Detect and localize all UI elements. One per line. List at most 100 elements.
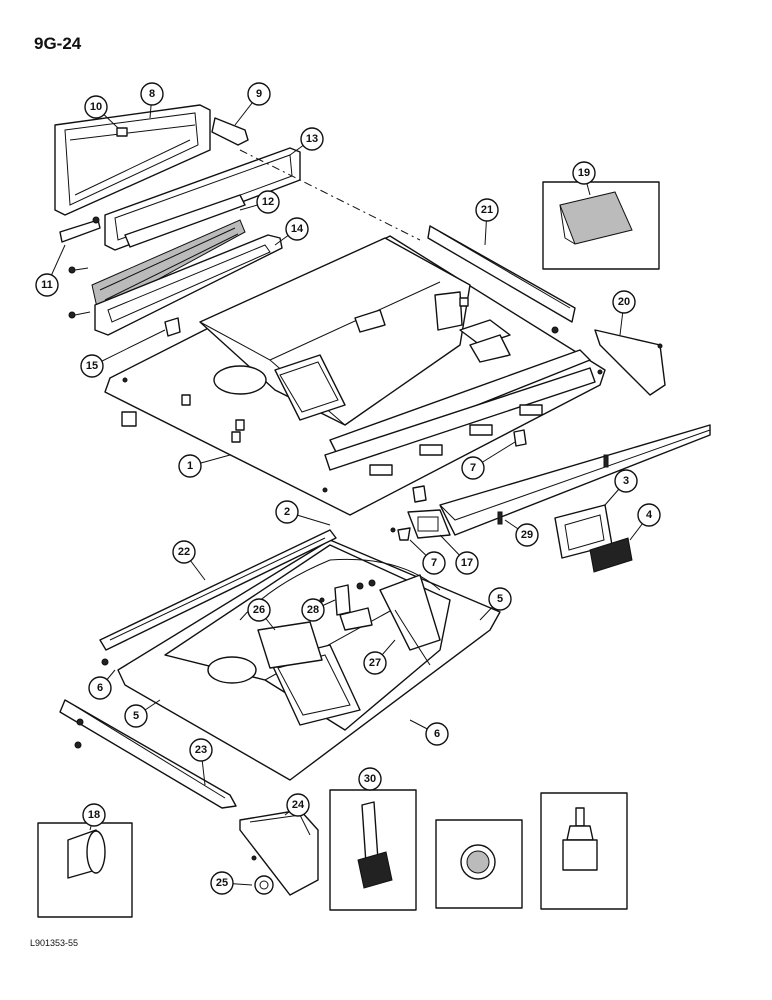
drawing-code: L901353-55	[30, 938, 79, 948]
callout-circle	[301, 598, 325, 622]
callout-circle	[455, 551, 479, 575]
callout-13: 13	[289, 127, 324, 156]
callout-circle	[422, 551, 446, 575]
callout-circle	[614, 469, 638, 493]
callout-number: 30	[364, 773, 376, 785]
callout-circle	[247, 82, 271, 106]
callout-number: 5	[497, 593, 503, 605]
callout-circle	[285, 217, 309, 241]
callout-number: 8	[149, 88, 155, 100]
callout-number: 7	[431, 557, 437, 569]
plate-part	[257, 621, 323, 669]
callout-circle	[82, 803, 106, 827]
callout-2: 2	[275, 500, 331, 526]
callout-circle	[178, 454, 202, 478]
callout-number: 5	[133, 710, 139, 722]
callout-14: 14	[274, 217, 309, 246]
callout-circle	[80, 354, 104, 378]
callout-circle	[35, 273, 59, 297]
callout-number: 10	[90, 101, 102, 113]
callout-number: 26	[253, 604, 265, 616]
callout-circle	[88, 676, 112, 700]
callout-circle	[612, 290, 636, 314]
callout-30: 30	[358, 767, 382, 791]
callout-circle	[84, 95, 108, 119]
callout-26: 26	[247, 598, 276, 631]
callout-number: 22	[178, 546, 190, 558]
callout-number: 19	[578, 167, 590, 179]
trough-part	[439, 424, 711, 536]
callout-circle	[461, 456, 485, 480]
callout-4: 4	[629, 503, 661, 541]
callout-number: 6	[97, 682, 103, 694]
callout-number: 28	[307, 604, 319, 616]
callout-circle	[475, 198, 499, 222]
callout-20: 20	[612, 290, 636, 336]
callout-number: 3	[623, 475, 629, 487]
callout-number: 15	[86, 360, 98, 372]
callout-number: 13	[306, 133, 318, 145]
callout-circle	[488, 587, 512, 611]
callout-number: 17	[461, 557, 473, 569]
callout-number: 9	[256, 88, 262, 100]
callout-circle	[515, 523, 539, 547]
callout-number: 29	[521, 529, 533, 541]
callout-23: 23	[189, 738, 213, 786]
alignment-line	[239, 149, 421, 241]
bracket-part	[594, 329, 666, 396]
callout-circle	[256, 190, 280, 214]
callout-circle	[425, 722, 449, 746]
callout-28: 28	[301, 598, 336, 622]
callout-number: 12	[262, 196, 274, 208]
callout-circle	[286, 793, 310, 817]
callout-circle	[572, 161, 596, 185]
callout-number: 1	[187, 460, 193, 472]
rail-part	[427, 225, 576, 323]
callout-24: 24	[284, 793, 310, 817]
callout-7: 7	[409, 539, 446, 575]
callout-number: 20	[618, 296, 630, 308]
callout-number: 18	[88, 809, 100, 821]
callout-number: 6	[434, 728, 440, 740]
callout-circle	[172, 540, 196, 564]
callout-number: 27	[369, 657, 381, 669]
callout-number: 14	[291, 223, 304, 235]
callout-19: 19	[572, 161, 596, 196]
callout-6: 6	[409, 719, 449, 746]
callout-circle	[210, 871, 234, 895]
callout-number: 25	[216, 877, 228, 889]
callout-circle	[140, 82, 164, 106]
callout-22: 22	[172, 540, 206, 581]
callout-3: 3	[604, 469, 638, 506]
callout-25: 25	[210, 871, 253, 895]
callout-number: 11	[41, 279, 53, 291]
callout-circle	[637, 503, 661, 527]
callout-12: 12	[239, 190, 280, 214]
callout-10: 10	[84, 95, 119, 129]
callout-number: 23	[195, 744, 207, 756]
callout-27: 27	[363, 639, 396, 675]
filter-part	[589, 537, 633, 573]
callout-number: 7	[470, 462, 476, 474]
callout-18: 18	[82, 803, 106, 831]
callout-circle	[247, 598, 271, 622]
callout-circle	[124, 704, 148, 728]
callout-9: 9	[234, 82, 271, 126]
callout-1: 1	[178, 454, 231, 478]
callout-5: 5	[479, 587, 512, 621]
callout-number: 4	[646, 509, 653, 521]
rail-part-lower	[99, 529, 337, 651]
callout-number: 24	[292, 799, 305, 811]
page-number: 9G-24	[34, 34, 82, 53]
callout-circle	[189, 738, 213, 762]
callout-circle	[275, 500, 299, 524]
callout-21: 21	[475, 198, 499, 246]
callout-number: 2	[284, 506, 290, 518]
callout-11: 11	[35, 244, 66, 297]
callout-15: 15	[80, 329, 166, 378]
callout-circle	[363, 651, 387, 675]
callout-circle	[300, 127, 324, 151]
callout-6: 6	[88, 669, 116, 700]
